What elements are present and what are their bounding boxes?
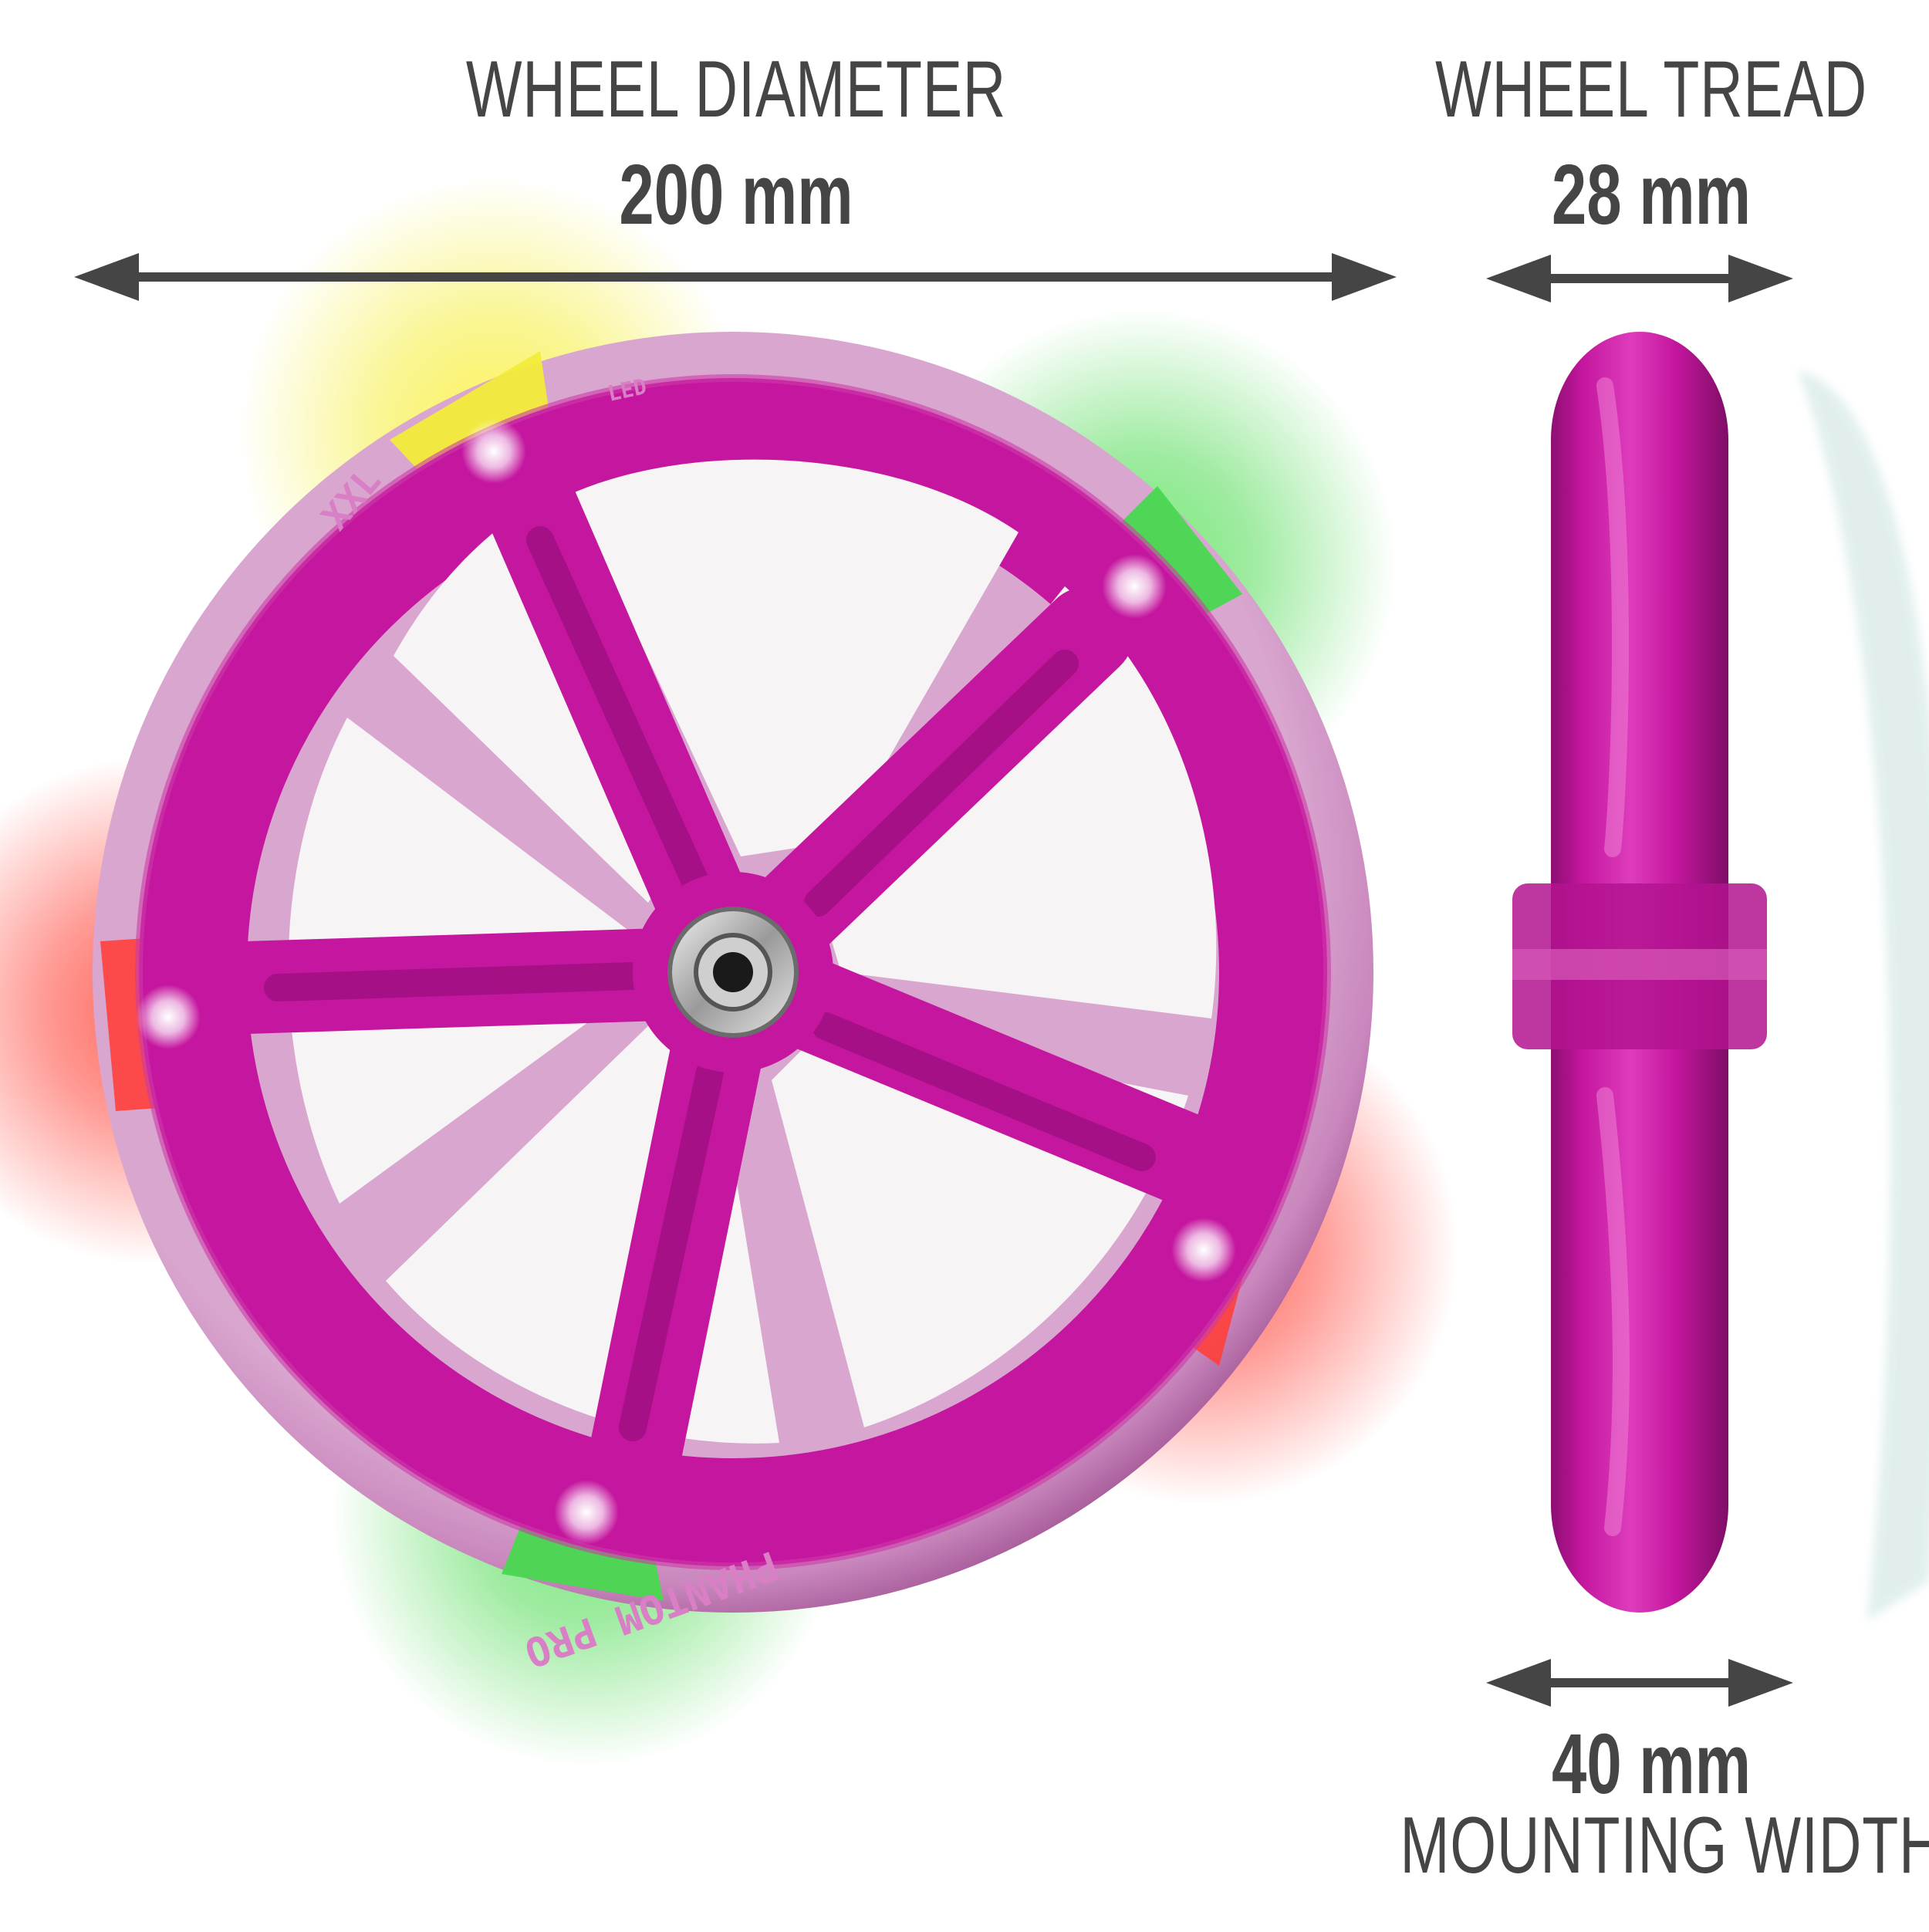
rim <box>139 378 1327 1566</box>
led-cores <box>136 419 1236 1545</box>
wheel-side-view <box>1512 332 1767 1613</box>
dimension-arrows <box>74 253 1793 1707</box>
tread-arrow <box>1486 255 1793 302</box>
wheel-diameter-value: 200 mm <box>619 147 853 242</box>
mounting-width-value: 40 mm <box>1552 1717 1751 1812</box>
wheel-diameter-title: WHEEL DIAMETER <box>465 45 1007 134</box>
mounting-width-title: MOUNTING WIDTH <box>1400 1801 1929 1890</box>
mounting-arrow <box>1486 1659 1793 1707</box>
wheel-front-view: LED XXL PHANTOM PRO <box>93 332 1373 1676</box>
wheel-tread-value: 28 mm <box>1552 147 1751 242</box>
diameter-arrow <box>74 253 1397 301</box>
wheel-tread-title: WHEEL TREAD <box>1435 45 1867 134</box>
side-shadow <box>1798 370 1929 1620</box>
